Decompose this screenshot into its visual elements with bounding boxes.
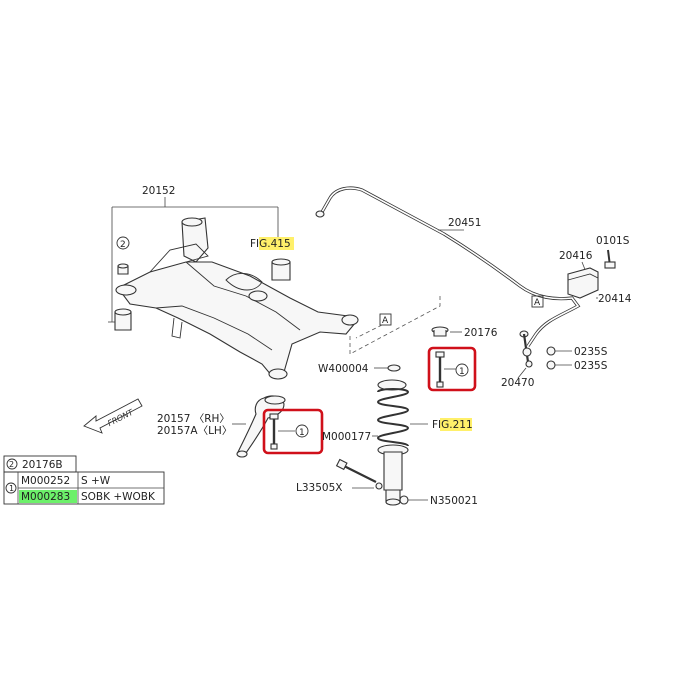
label-arm-lh: 20157A〈LH〉 bbox=[157, 425, 232, 437]
dashed-guide-a bbox=[349, 296, 441, 355]
bolt-0101s-part bbox=[604, 249, 616, 269]
label-crossmember: 20152 bbox=[142, 185, 175, 197]
label-fig415[interactable]: FIG.415 bbox=[250, 238, 291, 250]
legend-green-highlight bbox=[19, 490, 77, 503]
label-stabilizer: 20451 bbox=[448, 217, 481, 229]
washer-w400004-part bbox=[387, 364, 401, 372]
ref-a-box-right: A bbox=[531, 295, 544, 308]
fig415-highlight bbox=[259, 237, 294, 250]
legend-circle-1-icon: 1 bbox=[5, 482, 17, 494]
highlight-box-right-bolt bbox=[427, 346, 477, 392]
bolt-l33505x-part bbox=[335, 458, 383, 490]
label-bushing-20414: 20414 bbox=[598, 293, 632, 305]
label-link-20470: 20470 bbox=[501, 377, 534, 389]
nut-0235s-part-a bbox=[546, 346, 556, 356]
trailing-arm-part bbox=[236, 395, 286, 458]
bushing-lower-part bbox=[114, 308, 132, 331]
label-washer-w400004: W400004 bbox=[318, 363, 369, 375]
svg-text:1: 1 bbox=[459, 367, 465, 377]
legend-row2-part: 20176B bbox=[22, 459, 63, 471]
label-fig211[interactable]: FIG.211 bbox=[432, 419, 473, 431]
front-arrow-icon: FRONT bbox=[83, 398, 143, 434]
label-bolt-0101s: 0101S bbox=[596, 235, 630, 247]
label-bolt-m000177: M000177 bbox=[322, 431, 371, 443]
legend-row1-part-a: M000252 bbox=[21, 475, 70, 487]
fig211-highlight bbox=[440, 418, 472, 431]
label-nut-0235s-a: 0235S bbox=[574, 346, 608, 358]
nut-small-part bbox=[117, 263, 129, 275]
label-nut-0235s-b: 0235S bbox=[574, 360, 608, 372]
svg-text:A: A bbox=[534, 298, 541, 308]
legend-table: 2 20176B 1 M000252 S +W M000283 SOBK +WO… bbox=[3, 455, 165, 505]
stabilizer-bar-part bbox=[315, 186, 581, 347]
nut-n350021-part bbox=[399, 495, 409, 505]
coilover-part bbox=[376, 379, 410, 506]
label-bolt-l33505x: L33505X bbox=[296, 482, 342, 494]
fig415-bushing bbox=[271, 258, 291, 281]
svg-text:1: 1 bbox=[9, 484, 14, 493]
highlight-box-left-bolt bbox=[262, 408, 324, 455]
svg-text:FRONT: FRONT bbox=[106, 407, 135, 428]
legend-row1-note-b: SOBK +WOBK bbox=[81, 491, 156, 503]
label-arm-rh: 20157 〈RH〉 bbox=[157, 413, 230, 425]
bolt-right-part bbox=[435, 351, 456, 388]
label-mount-20176: 20176 bbox=[464, 327, 498, 339]
svg-text:1: 1 bbox=[299, 428, 305, 438]
clamp-bracket-part bbox=[567, 267, 599, 299]
ref-a-box-left: A bbox=[379, 313, 392, 326]
legend-row1-part-b: M000283 bbox=[21, 491, 70, 503]
circle-1-marker-left: 1 bbox=[295, 424, 309, 438]
nut-0235s-part-b bbox=[546, 360, 556, 370]
upper-mount-20176 bbox=[431, 326, 449, 337]
svg-text:A: A bbox=[382, 316, 389, 326]
svg-text:2: 2 bbox=[9, 460, 14, 469]
label-link-20416: 20416 bbox=[559, 250, 593, 262]
circle-1-marker-right: 1 bbox=[455, 363, 469, 377]
label-nut-n350021: N350021 bbox=[430, 495, 478, 507]
stabilizer-link-part bbox=[519, 330, 533, 368]
bolt-left-part bbox=[269, 413, 295, 450]
legend-row1-note-a: S +W bbox=[81, 475, 111, 487]
circle-2-marker: 2 bbox=[116, 236, 130, 250]
svg-text:2: 2 bbox=[120, 240, 126, 250]
crossmember-part bbox=[115, 217, 359, 380]
legend-circle-2-icon: 2 bbox=[6, 458, 18, 470]
